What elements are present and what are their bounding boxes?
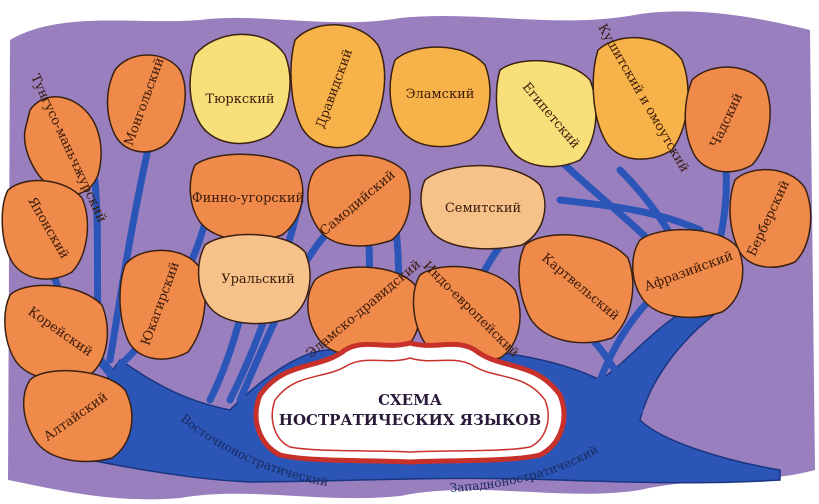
leaf-finno: Финно-угорский: [190, 154, 304, 240]
leaf-label-elam: Эламский: [406, 87, 475, 102]
leaf-egypt: Египетский: [496, 61, 596, 167]
leaf-korea: Корейский: [5, 285, 108, 380]
leaf-samoyed: Самодийский: [308, 155, 410, 246]
leaf-dravid: Дравидский: [291, 25, 385, 148]
leaf-japan: Японский: [2, 181, 87, 280]
leaf-label-finno: Финно-угорский: [192, 191, 304, 206]
leaf-kartvel: Картвельский: [519, 235, 633, 343]
leaf-label-ural: Уральский: [221, 272, 295, 287]
leaf-ural: Уральский: [199, 235, 310, 324]
title-line-1: СХЕМА: [378, 391, 443, 409]
leaf-chad: Чадский: [685, 67, 770, 172]
leaf-yukagir: Юкагирский: [120, 250, 205, 359]
leaf-elam: Эламский: [390, 47, 490, 147]
leaf-berber: Берберский: [730, 170, 811, 268]
leaf-afraz: Афразийский: [633, 230, 743, 318]
leaf-turk: Тюркский: [190, 34, 290, 143]
leaf-label-semit: Семитский: [445, 201, 521, 216]
leaf-semit: Семитский: [421, 166, 545, 249]
title-line-2: НОСТРАТИЧЕСКИХ ЯЗЫКОВ: [279, 411, 541, 429]
leaf-label-turk: Тюркский: [205, 92, 274, 107]
